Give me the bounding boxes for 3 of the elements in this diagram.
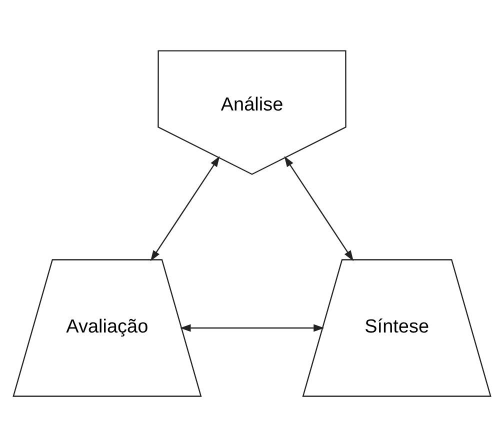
arrow bbox=[150, 156, 220, 262]
arrow bbox=[180, 324, 324, 332]
arrow bbox=[284, 156, 354, 262]
